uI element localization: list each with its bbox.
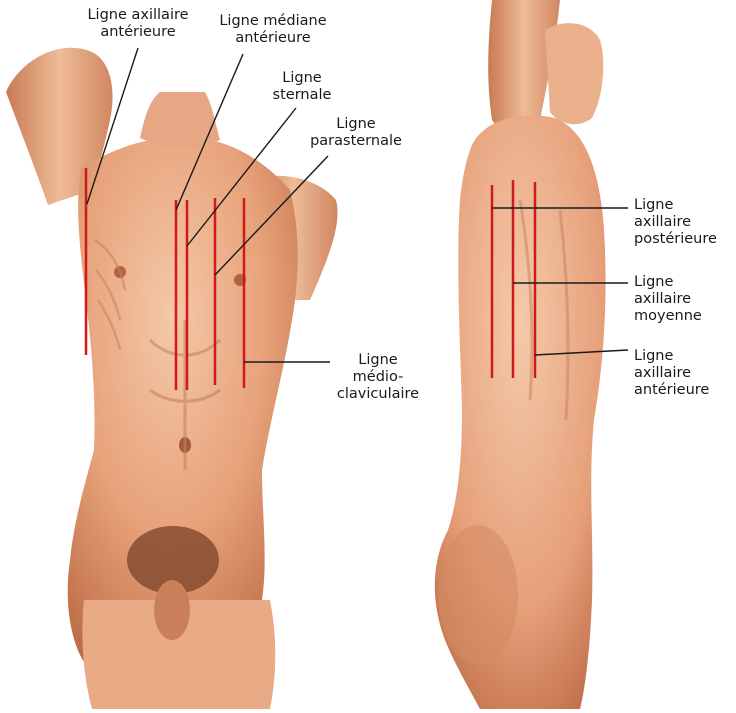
front-genitals	[154, 580, 190, 640]
label-text: Ligne axillaire	[78, 7, 198, 24]
label-text: axillaire	[634, 365, 734, 382]
label-side-post-axillary: Ligne axillaire postérieure	[634, 197, 734, 248]
label-text: Ligne médiane	[205, 13, 341, 30]
label-text: axillaire	[634, 214, 734, 231]
label-side-mid-axillary: Ligne axillaire moyenne	[634, 274, 734, 325]
label-front-ant-axillary: Ligne axillaire antérieure	[78, 7, 198, 41]
label-side-ant-axillary: Ligne axillaire antérieure	[634, 348, 734, 399]
label-text: parasternale	[293, 133, 419, 150]
side-head	[545, 23, 603, 124]
label-text: Ligne	[634, 274, 734, 291]
label-text: Ligne	[293, 116, 419, 133]
label-text: moyenne	[634, 308, 734, 325]
label-text: Ligne	[325, 352, 431, 369]
label-text: Ligne	[634, 197, 734, 214]
label-text: Ligne	[634, 348, 734, 365]
label-text: antérieure	[634, 382, 734, 399]
label-front-midclavicular: Ligne médio- claviculaire	[325, 352, 431, 403]
front-figure	[6, 48, 338, 709]
side-buttock	[438, 525, 518, 665]
label-front-sternal: Ligne sternale	[264, 70, 340, 104]
label-text: axillaire	[634, 291, 734, 308]
side-figure	[435, 0, 606, 709]
label-front-median: Ligne médiane antérieure	[205, 13, 341, 47]
front-neck	[140, 92, 220, 147]
label-text: antérieure	[205, 30, 341, 47]
label-text: claviculaire	[325, 386, 431, 403]
label-text: médio-	[325, 369, 431, 386]
label-text: sternale	[264, 87, 340, 104]
label-text: postérieure	[634, 231, 734, 248]
label-text: Ligne	[264, 70, 340, 87]
label-text: antérieure	[78, 24, 198, 41]
label-front-parasternal: Ligne parasternale	[293, 116, 419, 150]
